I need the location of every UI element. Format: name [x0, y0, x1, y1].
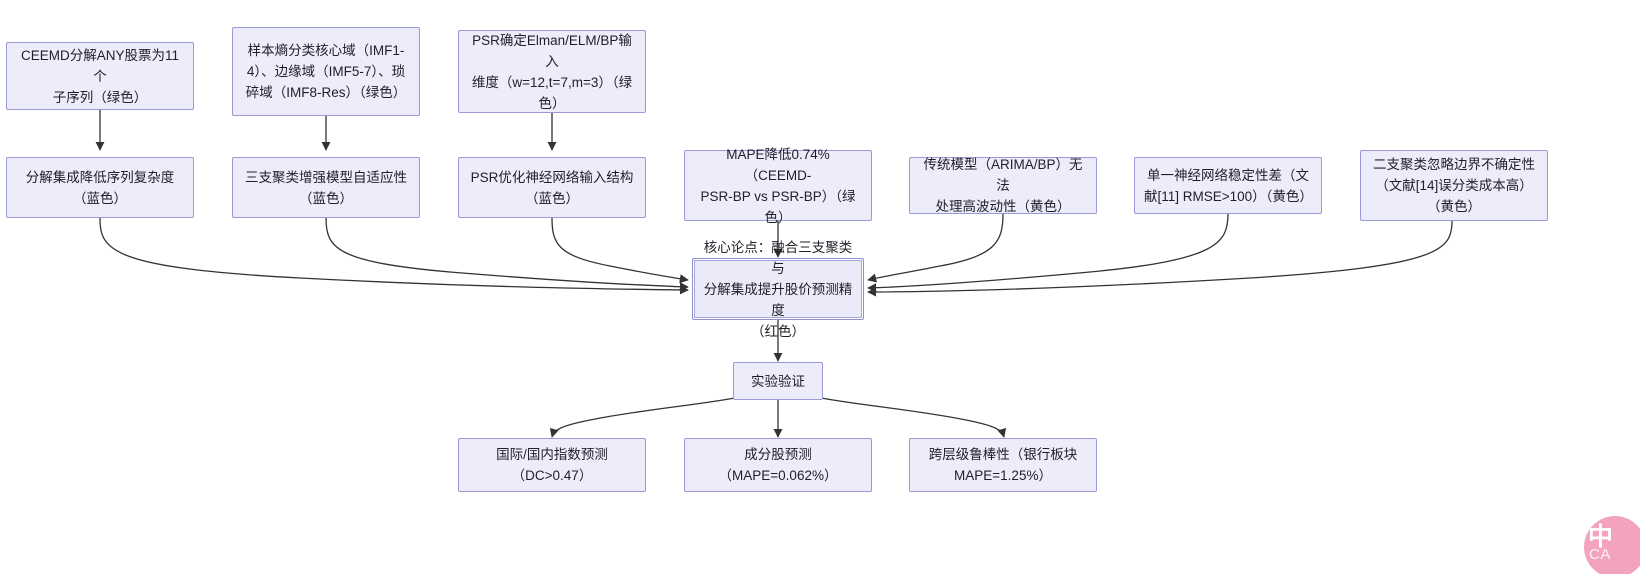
edge-cluster-to-core	[325, 217, 689, 292]
node-support-psr-label: PSR优化神经网络输入结构 （蓝色）	[470, 169, 634, 206]
node-gap-two-way-label: 二支聚类忽略边界不确定性 （文献[14]误分类成本高） （黄色）	[1373, 157, 1535, 214]
edge-traditional-to-core	[867, 213, 1004, 283]
watermark-sub-glyph: CA	[1589, 546, 1611, 563]
node-support-cluster-label: 三支聚类增强模型自适应性 （蓝色）	[245, 169, 407, 206]
node-premise-ceemd-label: CEEMD分解ANY股票为11个 子序列（绿色）	[20, 47, 180, 105]
edge-decomp-to-core	[99, 217, 689, 295]
node-premise-entropy[interactable]: 样本熵分类核心域（IMF1- 4）、边缘域（IMF5-7）、琐 碎域（IMF8-…	[232, 27, 420, 116]
watermark-badge: 中 CA	[1584, 516, 1640, 574]
node-result-index[interactable]: 国际/国内指数预测 （DC>0.47）	[458, 438, 646, 492]
watermark-main-glyph: 中	[1588, 523, 1614, 551]
node-support-decomp[interactable]: 分解集成降低序列复杂度 （蓝色）	[6, 157, 194, 218]
node-gap-traditional[interactable]: 传统模型（ARIMA/BP）无法 处理高波动性（黄色）	[909, 157, 1097, 214]
node-evidence-mape-label: MAPE降低0.74%（CEEMD- PSR-BP vs PSR-BP）（绿 色…	[700, 146, 856, 225]
edge-experiment-to-index	[549, 397, 736, 438]
node-result-robust-label: 跨层级鲁棒性（银行板块 MAPE=1.25%）	[928, 447, 1078, 483]
node-gap-single-nn-label: 单一神经网络稳定性差（文 献[11] RMSE>100）（黄色）	[1144, 167, 1313, 204]
node-result-index-label: 国际/国内指数预测 （DC>0.47）	[496, 447, 608, 483]
node-evidence-mape[interactable]: MAPE降低0.74%（CEEMD- PSR-BP vs PSR-BP）（绿 色…	[684, 147, 872, 225]
node-support-decomp-label: 分解集成降低序列复杂度 （蓝色）	[25, 169, 175, 206]
node-result-stock[interactable]: 成分股预测 （MAPE=0.062%）	[684, 438, 872, 492]
node-support-cluster[interactable]: 三支聚类增强模型自适应性 （蓝色）	[232, 157, 420, 218]
node-core-claim-label: 核心论点：融合三支聚类与 分解集成提升股价预测精度 （红色）	[703, 239, 853, 339]
node-result-stock-label: 成分股预测 （MAPE=0.062%）	[718, 447, 838, 483]
node-gap-two-way[interactable]: 二支聚类忽略边界不确定性 （文献[14]误分类成本高） （黄色）	[1360, 150, 1548, 221]
node-gap-single-nn[interactable]: 单一神经网络稳定性差（文 献[11] RMSE>100）（黄色）	[1134, 157, 1322, 214]
node-premise-psr-label: PSR确定Elman/ELM/BP输入 维度（w=12,t=7,m=3）（绿 色…	[471, 32, 633, 111]
node-result-robust[interactable]: 跨层级鲁棒性（银行板块 MAPE=1.25%）	[909, 438, 1097, 492]
edge-psropt-to-core	[551, 217, 689, 284]
node-premise-ceemd[interactable]: CEEMD分解ANY股票为11个 子序列（绿色）	[6, 42, 194, 110]
edge-experiment-to-robust	[820, 397, 1007, 438]
node-experiment[interactable]: 实验验证	[733, 362, 823, 400]
edge-twoway-to-core	[867, 220, 1453, 297]
node-gap-traditional-label: 传统模型（ARIMA/BP）无法 处理高波动性（黄色）	[923, 157, 1083, 214]
node-experiment-label: 实验验证	[751, 373, 805, 389]
node-premise-entropy-label: 样本熵分类核心域（IMF1- 4）、边缘域（IMF5-7）、琐 碎域（IMF8-…	[245, 43, 407, 100]
edge-singlenn-to-core	[867, 213, 1229, 293]
node-core-claim[interactable]: 核心论点：融合三支聚类与 分解集成提升股价预测精度 （红色）	[692, 240, 864, 339]
node-support-psr[interactable]: PSR优化神经网络输入结构 （蓝色）	[458, 157, 646, 218]
node-premise-psr[interactable]: PSR确定Elman/ELM/BP输入 维度（w=12,t=7,m=3）（绿 色…	[458, 30, 646, 113]
